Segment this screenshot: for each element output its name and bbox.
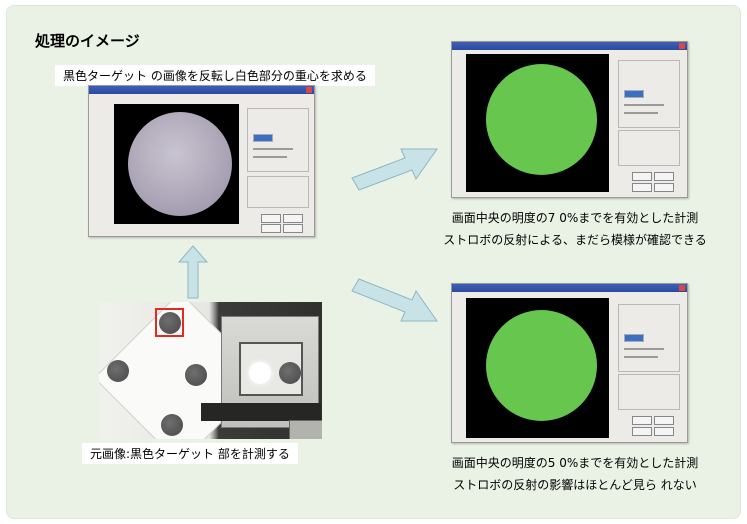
page-title: 処理のイメージ: [35, 32, 140, 50]
dialog-button: [261, 214, 281, 223]
strobe-light: [249, 362, 271, 384]
options-group: [618, 130, 680, 166]
setting-field: [624, 334, 644, 342]
setting-field: [253, 134, 273, 142]
black-target-dot: [279, 362, 301, 384]
dialog-button: [283, 214, 303, 223]
window-titlebar: [452, 284, 687, 292]
dialog-button: [654, 183, 674, 192]
result-50-caption: 画面中央の明度の5 0%までを有効とした計測 ストロボの反射の影響はほとんど見ら…: [425, 452, 725, 496]
window-titlebar: [452, 42, 687, 50]
image-view: [114, 104, 239, 224]
top-caption: 黒色ターゲット の画像を反転し白色部分の重心を求める: [55, 65, 375, 86]
gripper-part: [289, 420, 322, 439]
setting-line: [253, 148, 293, 150]
selection-box: [155, 308, 184, 337]
black-target-dot: [107, 360, 129, 382]
up-arrow: [177, 245, 209, 299]
setting-line: [624, 356, 658, 358]
window-titlebar: [89, 86, 314, 94]
options-group: [618, 374, 680, 410]
dialog-button: [632, 183, 652, 192]
dialog-button: [654, 172, 674, 181]
dialog-button: [654, 427, 674, 436]
arrow-to-50-result: [351, 278, 438, 322]
image-view: [466, 54, 609, 192]
setting-line: [624, 348, 664, 350]
settings-group: [618, 60, 680, 128]
close-icon: [306, 87, 312, 93]
black-target-dot: [185, 364, 207, 386]
result-70-caption: 画面中央の明度の7 0%までを有効とした計測 ストロボの反射による、まだら模様が…: [425, 207, 725, 251]
dialog-button: [261, 224, 281, 233]
result-50-window: [451, 283, 688, 443]
image-view: [466, 298, 609, 438]
close-icon: [679, 285, 685, 291]
target-circle-inverted: [128, 112, 232, 216]
original-photo: [99, 302, 322, 439]
setting-field: [624, 90, 644, 98]
inverted-image-window: [88, 85, 315, 237]
photo-caption: 元画像:黒色ターゲット 部を計測する: [82, 443, 298, 464]
result-70-caption-line2: ストロボの反射による、まだら模様が確認できる: [443, 233, 707, 247]
black-target-dot: [159, 312, 181, 334]
dialog-button: [632, 172, 652, 181]
result-70-caption-line1: 画面中央の明度の7 0%までを有効とした計測: [451, 211, 699, 225]
black-target-dot: [161, 414, 183, 436]
target-circle-green: [486, 310, 597, 421]
gripper-bar: [201, 403, 321, 421]
dialog-button: [632, 427, 652, 436]
target-circle-green: [486, 64, 597, 175]
result-50-caption-line1: 画面中央の明度の5 0%までを有効とした計測: [451, 456, 699, 470]
result-70-window: [451, 41, 688, 198]
result-50-caption-line2: ストロボの反射の影響はほとんど見ら れない: [453, 478, 697, 492]
dialog-button: [283, 224, 303, 233]
setting-line: [624, 112, 658, 114]
close-icon: [679, 43, 685, 49]
settings-group: [247, 108, 309, 172]
settings-group: [618, 304, 680, 372]
dialog-button: [654, 416, 674, 425]
setting-line: [253, 156, 287, 158]
setting-line: [624, 104, 664, 106]
arrow-to-70-result: [351, 148, 438, 191]
dialog-button: [632, 416, 652, 425]
options-group: [247, 176, 309, 208]
